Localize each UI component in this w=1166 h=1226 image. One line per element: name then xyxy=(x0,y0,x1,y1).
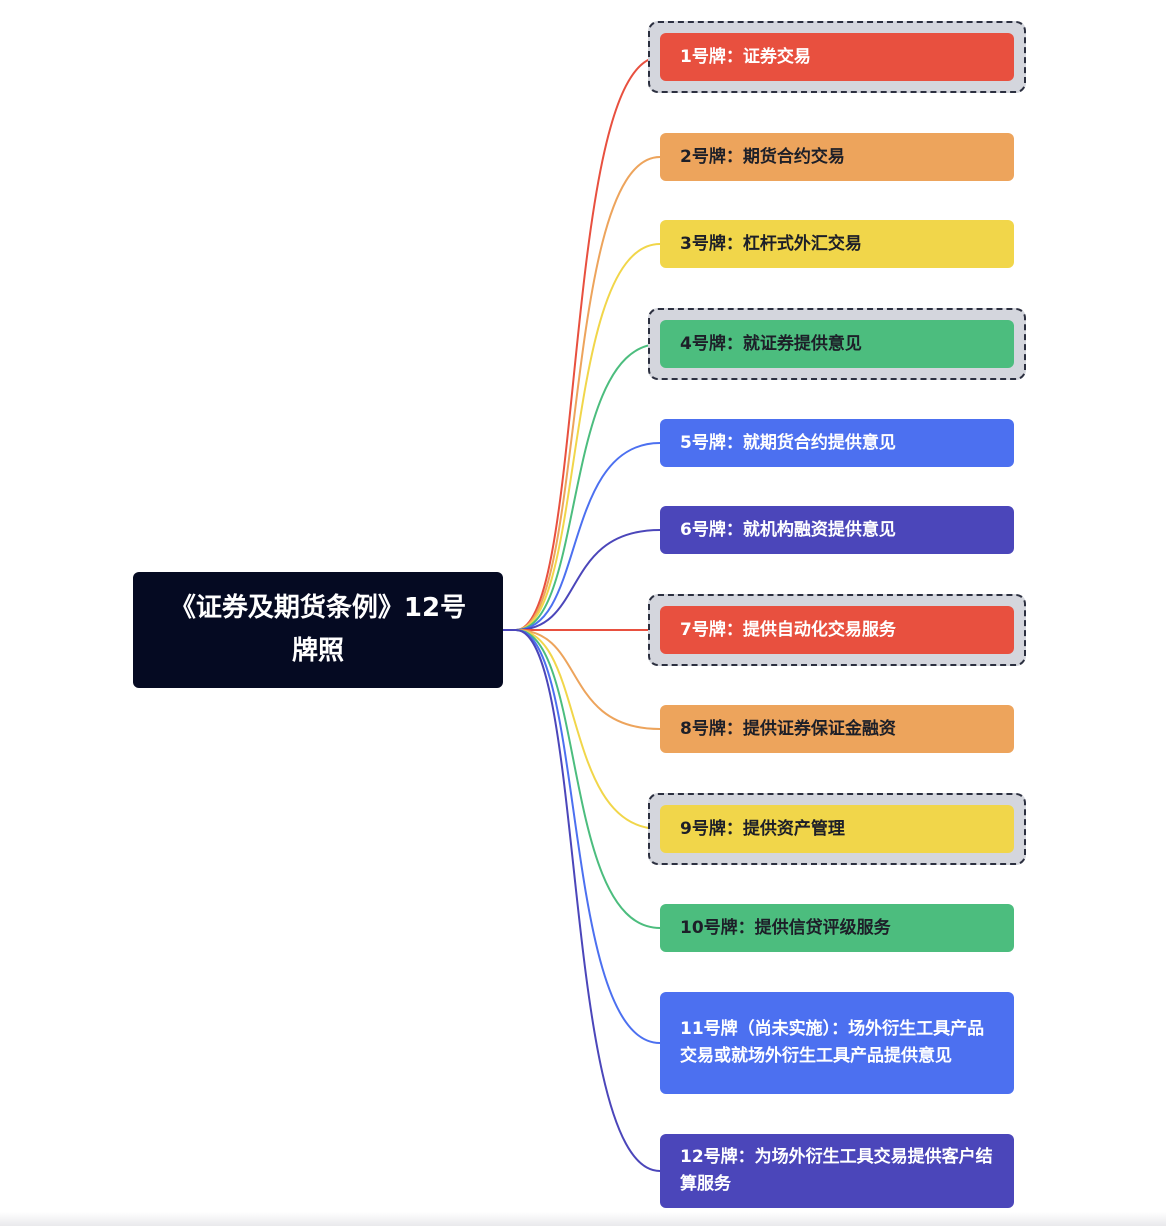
branch-topic[interactable]: 7号牌：提供自动化交易服务 xyxy=(660,606,1014,654)
branch-topic[interactable]: 3号牌：杠杆式外汇交易 xyxy=(660,220,1014,268)
connector-line xyxy=(515,56,661,631)
branch-topic-label: 6号牌：就机构融资提供意见 xyxy=(680,519,896,540)
connector-line xyxy=(515,629,661,929)
branch-topic[interactable]: 6号牌：就机构融资提供意见 xyxy=(660,506,1014,554)
branch-topic[interactable]: 2号牌：期货合约交易 xyxy=(660,133,1014,181)
connector-line xyxy=(515,629,661,830)
branch-topic-label: 3号牌：杠杆式外汇交易 xyxy=(680,233,862,254)
bottom-edge xyxy=(0,1212,1166,1226)
branch-topic[interactable]: 8号牌：提供证券保证金融资 xyxy=(660,705,1014,753)
connector-line xyxy=(515,156,661,631)
branch-topic-label: 1号牌：证券交易 xyxy=(680,46,811,67)
connector-line xyxy=(515,243,661,631)
branch-topic-label: 10号牌：提供信贷评级服务 xyxy=(680,917,891,938)
branch-topic[interactable]: 5号牌：就期货合约提供意见 xyxy=(660,419,1014,467)
root-topic[interactable]: 《证券及期货条例》12号牌照 xyxy=(133,572,503,688)
connector-line xyxy=(515,629,661,1044)
branch-topic[interactable]: 4号牌：就证券提供意见 xyxy=(660,320,1014,368)
connector-line xyxy=(515,629,661,730)
branch-topic-label: 12号牌：为场外衍生工具交易提供客户结算服务 xyxy=(680,1147,993,1194)
branch-topic-label: 9号牌：提供资产管理 xyxy=(680,818,845,839)
branch-topic-label: 2号牌：期货合约交易 xyxy=(680,146,845,167)
branch-topic[interactable]: 12号牌：为场外衍生工具交易提供客户结算服务 xyxy=(660,1134,1014,1208)
branch-topic-label: 11号牌（尚未实施）：场外衍生工具产品交易或就场外衍生工具产品提供意见 xyxy=(680,1019,985,1066)
branch-topic-label: 5号牌：就期货合约提供意见 xyxy=(680,432,896,453)
connector-line xyxy=(515,343,661,631)
root-topic-label: 《证券及期货条例》12号牌照 xyxy=(169,593,467,666)
branch-topic[interactable]: 1号牌：证券交易 xyxy=(660,33,1014,81)
branch-topic[interactable]: 11号牌（尚未实施）：场外衍生工具产品交易或就场外衍生工具产品提供意见 xyxy=(660,992,1014,1094)
branch-topic[interactable]: 9号牌：提供资产管理 xyxy=(660,805,1014,853)
connector-line xyxy=(515,629,661,1172)
connector-line xyxy=(515,442,661,631)
branch-topic-label: 4号牌：就证券提供意见 xyxy=(680,333,862,354)
branch-topic-label: 7号牌：提供自动化交易服务 xyxy=(680,619,896,640)
connector-line xyxy=(515,529,661,631)
branch-topic-label: 8号牌：提供证券保证金融资 xyxy=(680,718,896,739)
branch-topic[interactable]: 10号牌：提供信贷评级服务 xyxy=(660,904,1014,952)
